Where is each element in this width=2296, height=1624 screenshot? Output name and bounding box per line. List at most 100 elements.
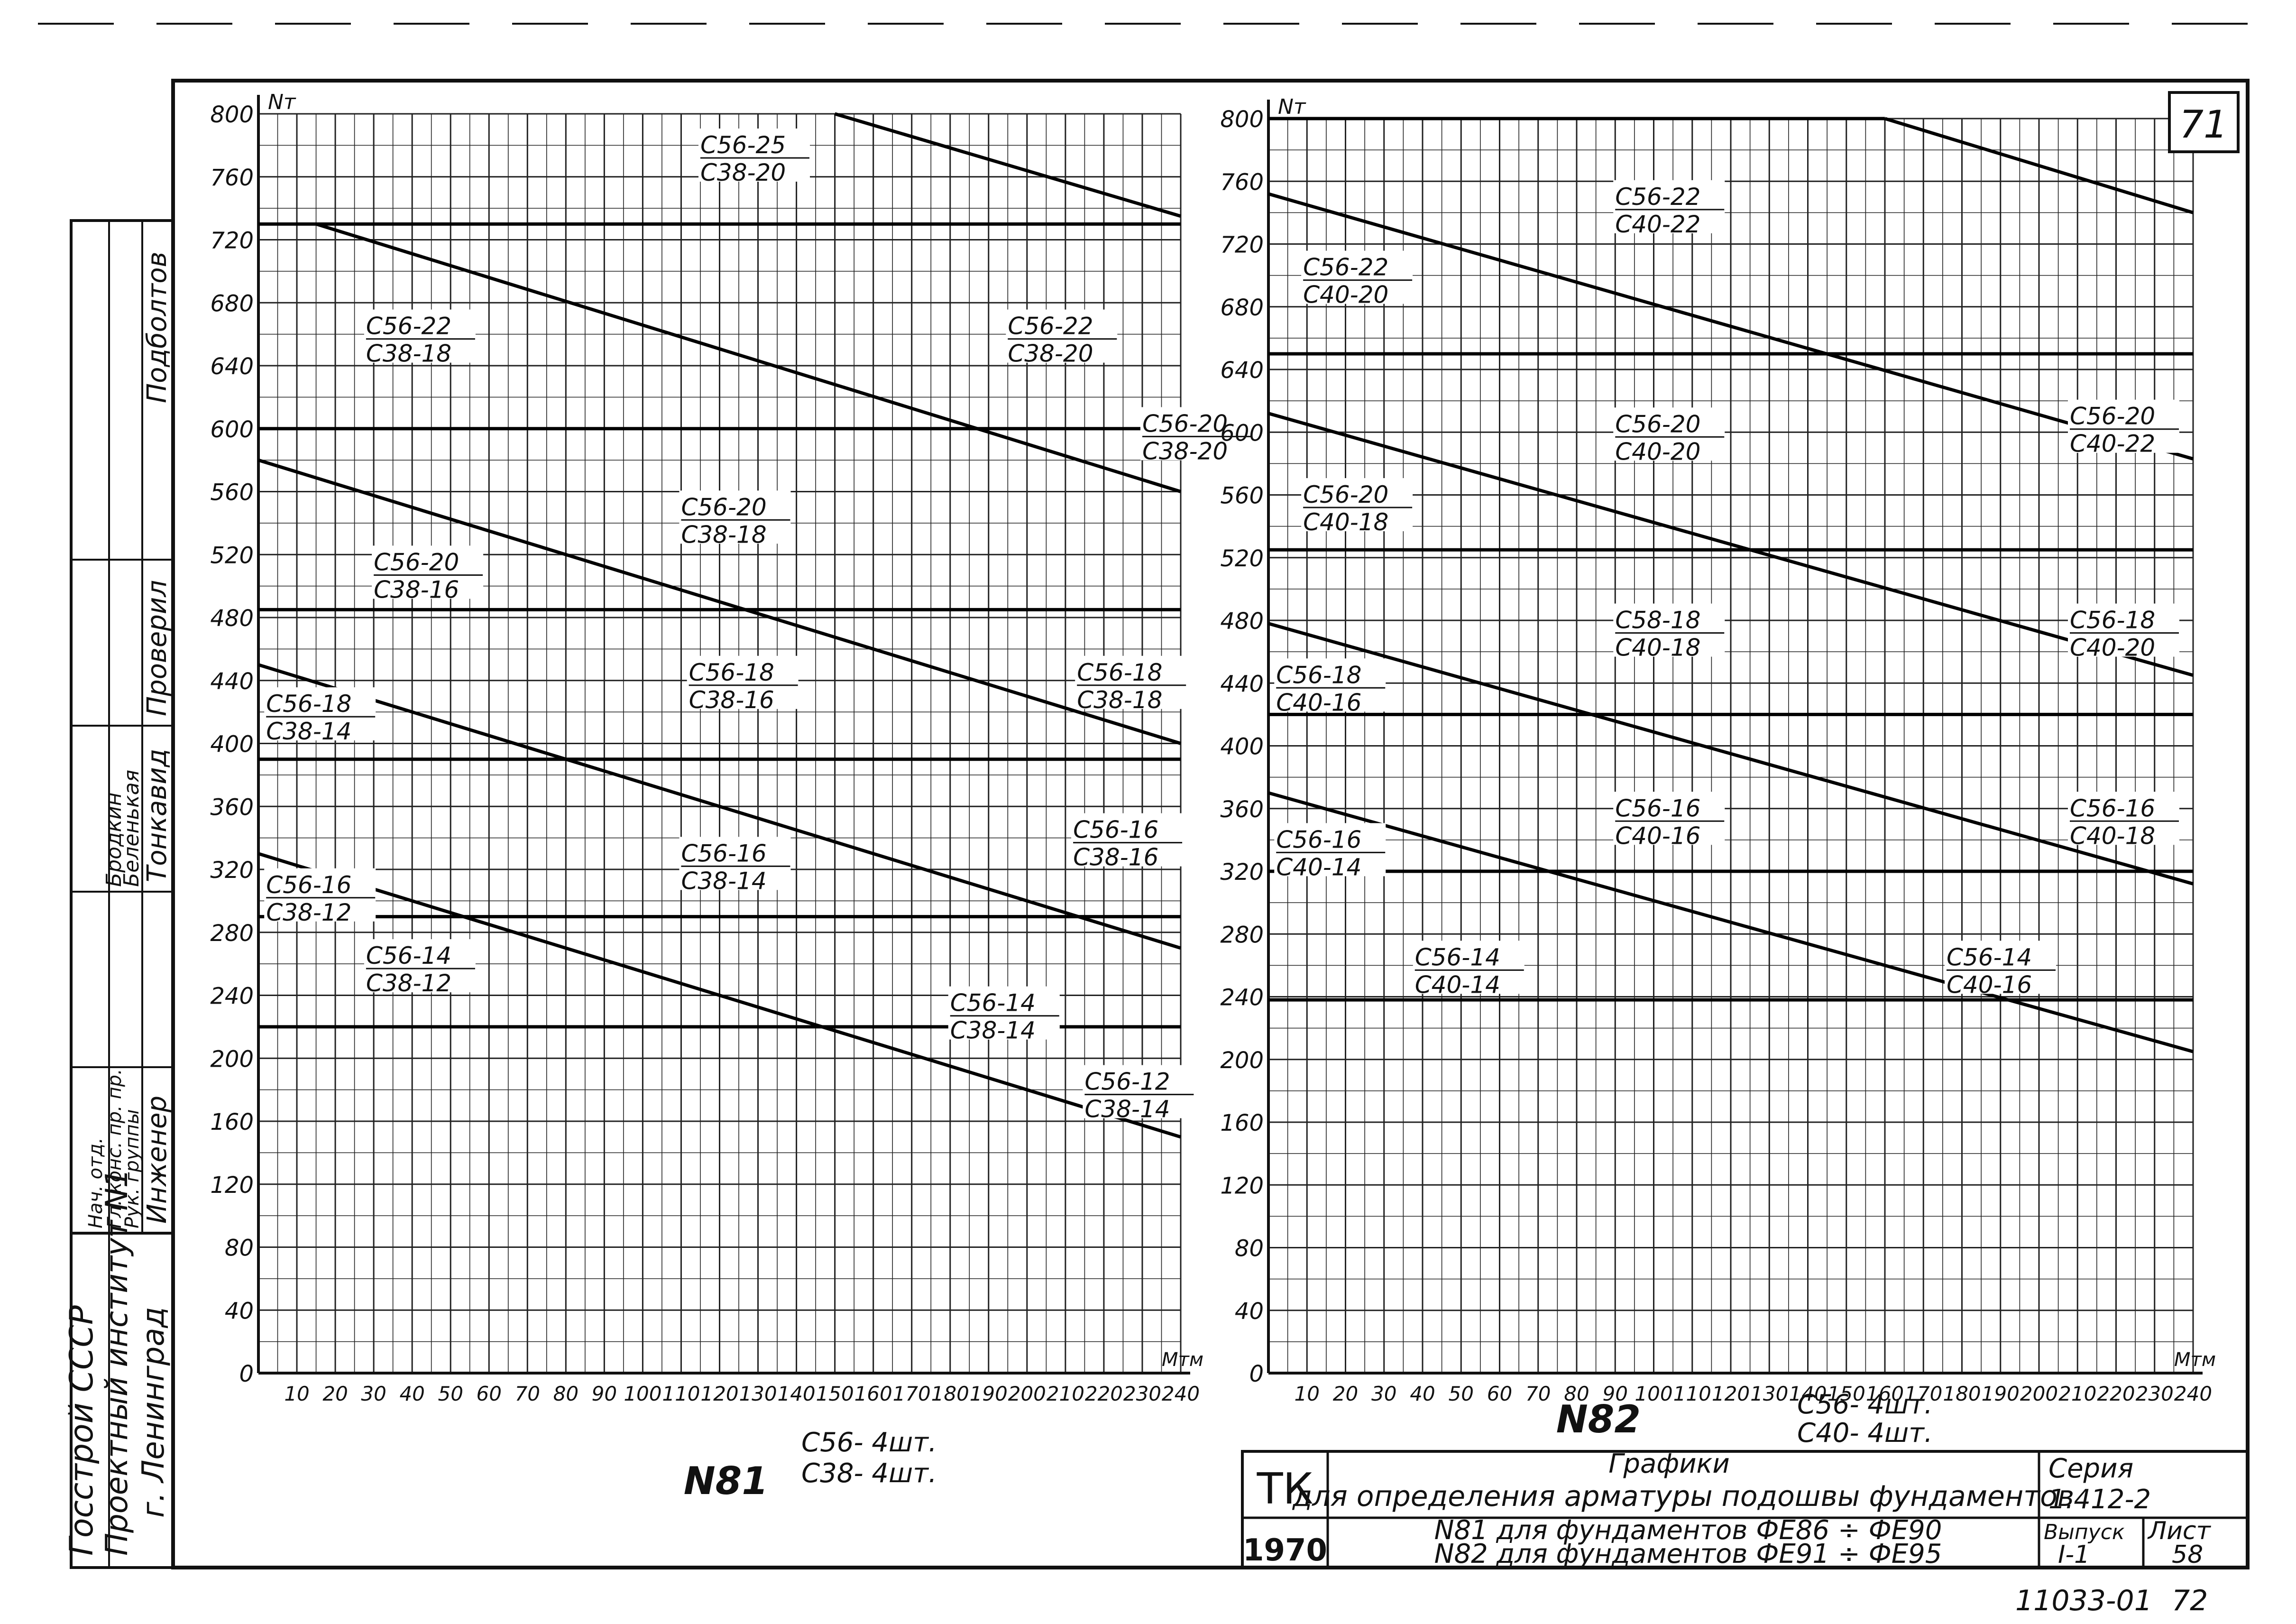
n81-x-tick-label: 20 xyxy=(322,1382,348,1405)
n82-x-tick-label: 180 xyxy=(1943,1382,1981,1405)
title-block: ТК 1970 Графики для определения арматуры… xyxy=(1241,1449,2249,1569)
n82-zone-label-bottom: С40-22 xyxy=(2070,430,2155,458)
stamp-org-1: Госстрой СССР xyxy=(63,1305,101,1556)
n81-x-tick-label: 200 xyxy=(1008,1382,1046,1405)
n81-zone-label-bg xyxy=(364,939,476,993)
n82-y-tick-label: 0 xyxy=(1249,1361,1264,1387)
n82-x-tick-label: 30 xyxy=(1371,1382,1396,1405)
n81-zone-label-bottom: С38-20 xyxy=(1142,437,1228,465)
n82-y-tick-label: 320 xyxy=(1220,859,1264,886)
n82-zone-label-top: С56-20 xyxy=(1615,410,1700,438)
n81-y-tick-label: 0 xyxy=(239,1361,254,1387)
n82-zone-label-top: С58-18 xyxy=(1615,607,1700,634)
n81-series-line xyxy=(257,458,1182,745)
chart-n82: 0408012016020024028032036040044048052056… xyxy=(1220,95,2216,1449)
n82-zone-label-bottom: С40-18 xyxy=(1615,634,1700,662)
n81-x-tick-label: 220 xyxy=(1085,1382,1123,1405)
n81-subtitle-2: С38- 4шт. xyxy=(801,1458,937,1489)
n82-x-tick-label: 100 xyxy=(1635,1382,1672,1405)
n81-y-tick-label: 200 xyxy=(210,1046,254,1072)
n82-series-line xyxy=(1268,622,2194,886)
title-line-4: N82 для фундаментов ФЕ91 ÷ ФЕ95 xyxy=(1434,1539,1942,1569)
n81-zone-label-top: С56-25 xyxy=(700,131,786,159)
n81-y-axis-label: Nт xyxy=(268,90,296,114)
n81-zone-label-top: С56-16 xyxy=(266,871,351,899)
n82-y-tick-label: 560 xyxy=(1220,483,1264,509)
n82-zone-label-top: С56-22 xyxy=(1615,183,1700,211)
n81-zone-label-bg xyxy=(264,868,376,922)
n81-series-line xyxy=(257,852,1182,1139)
n82-subtitle-1: С56- 4шт. xyxy=(1797,1389,1933,1420)
n81-zone-label-top: С56-12 xyxy=(1084,1068,1170,1096)
n82-series-line xyxy=(1268,412,2194,677)
n82-x-tick-label: 190 xyxy=(1982,1382,2020,1405)
n82-zone-label-bg xyxy=(2068,399,2179,453)
n81-zone-label-bg xyxy=(687,655,799,709)
n82-y-tick-label: 240 xyxy=(1220,985,1264,1011)
n82-x-tick-label: 120 xyxy=(1712,1382,1750,1405)
stamp-role-checked: Проверил xyxy=(142,580,173,716)
n82-y-tick-label: 160 xyxy=(1220,1110,1264,1136)
n82-zone-label-top: С56-14 xyxy=(1415,943,1500,971)
n81-x-axis-label: Mтм xyxy=(1162,1349,1203,1371)
n82-subtitle-2: С40- 4шт. xyxy=(1797,1418,1933,1449)
n82-y-tick-label: 80 xyxy=(1235,1236,1264,1262)
n81-y-tick-label: 800 xyxy=(210,102,254,128)
n81-y-tick-label: 440 xyxy=(210,668,254,695)
n81-zone-label-top: С56-16 xyxy=(681,840,766,867)
n81-y-tick-label: 240 xyxy=(210,983,254,1010)
n82-zone-label-top: С56-20 xyxy=(2070,403,2155,430)
n82-x-tick-label: 110 xyxy=(1673,1382,1711,1405)
n81-y-tick-label: 280 xyxy=(210,920,254,947)
n82-x-tick-label: 90 xyxy=(1603,1382,1628,1405)
n82-zone-label-top: С56-22 xyxy=(1303,254,1388,281)
n81-y-tick-label: 680 xyxy=(210,290,254,317)
n82-y-tick-label: 600 xyxy=(1220,420,1264,446)
n81-x-tick-label: 120 xyxy=(700,1382,738,1405)
n82-title: N82 xyxy=(1556,1397,1641,1441)
n82-y-tick-label: 680 xyxy=(1220,295,1264,321)
n82-x-tick-label: 40 xyxy=(1410,1382,1435,1405)
n81-zone-label-bottom: С38-14 xyxy=(1084,1096,1170,1123)
stamp-person-1: Нач. отд. xyxy=(85,1137,107,1228)
sheet-value: 58 xyxy=(2172,1541,2203,1569)
n81-zone-label-bg xyxy=(1083,1065,1194,1118)
n82-y-tick-label: 480 xyxy=(1220,608,1264,635)
n82-y-tick-label: 720 xyxy=(1220,232,1264,258)
n81-zone-label-bottom: С38-18 xyxy=(681,521,766,548)
n81-x-tick-label: 130 xyxy=(739,1382,777,1405)
n82-zone-label-bg xyxy=(2068,603,2179,657)
n81-series-line xyxy=(315,222,1182,493)
n82-zone-label-bottom: С40-16 xyxy=(1276,689,1361,716)
n81-zone-label-top: С56-20 xyxy=(681,493,766,521)
n81-series-line xyxy=(834,112,1181,218)
archive-number: 11033-01 xyxy=(2015,1584,2152,1617)
n81-x-tick-label: 110 xyxy=(662,1382,700,1405)
stamp-role-4: Подболтов xyxy=(142,251,173,403)
n81-x-tick-label: 50 xyxy=(438,1382,463,1405)
n82-series-line xyxy=(1268,192,2194,461)
n81-x-tick-label: 40 xyxy=(399,1382,424,1405)
n82-y-tick-label: 200 xyxy=(1220,1047,1264,1074)
n82-zone-label-bottom: С40-20 xyxy=(1615,438,1700,465)
n82-x-tick-label: 230 xyxy=(2136,1382,2174,1405)
n82-series-line xyxy=(1268,791,2194,1053)
n82-x-tick-label: 210 xyxy=(2058,1382,2096,1405)
n82-y-tick-label: 400 xyxy=(1220,734,1264,760)
title-code: ТК xyxy=(1257,1464,1313,1514)
n82-zone-label-bg xyxy=(1301,250,1413,304)
n81-y-tick-label: 160 xyxy=(210,1109,254,1135)
n82-zone-label-bottom: С40-18 xyxy=(2070,822,2155,849)
sheet-frame xyxy=(171,79,2250,1569)
n82-zone-label-bg xyxy=(1613,180,1725,233)
n82-y-tick-label: 40 xyxy=(1235,1298,1264,1325)
n82-y-tick-label: 360 xyxy=(1220,796,1264,823)
n82-x-tick-label: 80 xyxy=(1564,1382,1589,1405)
n81-zone-label-top: С56-16 xyxy=(1073,816,1158,844)
chart-n81: 0408012016020024028032036040044048052056… xyxy=(210,90,1252,1503)
n81-x-tick-label: 160 xyxy=(854,1382,892,1405)
n81-zone-label-bottom: С38-20 xyxy=(700,159,786,186)
n82-x-tick-label: 50 xyxy=(1449,1382,1474,1405)
n81-zone-label-top: С56-14 xyxy=(366,942,451,969)
